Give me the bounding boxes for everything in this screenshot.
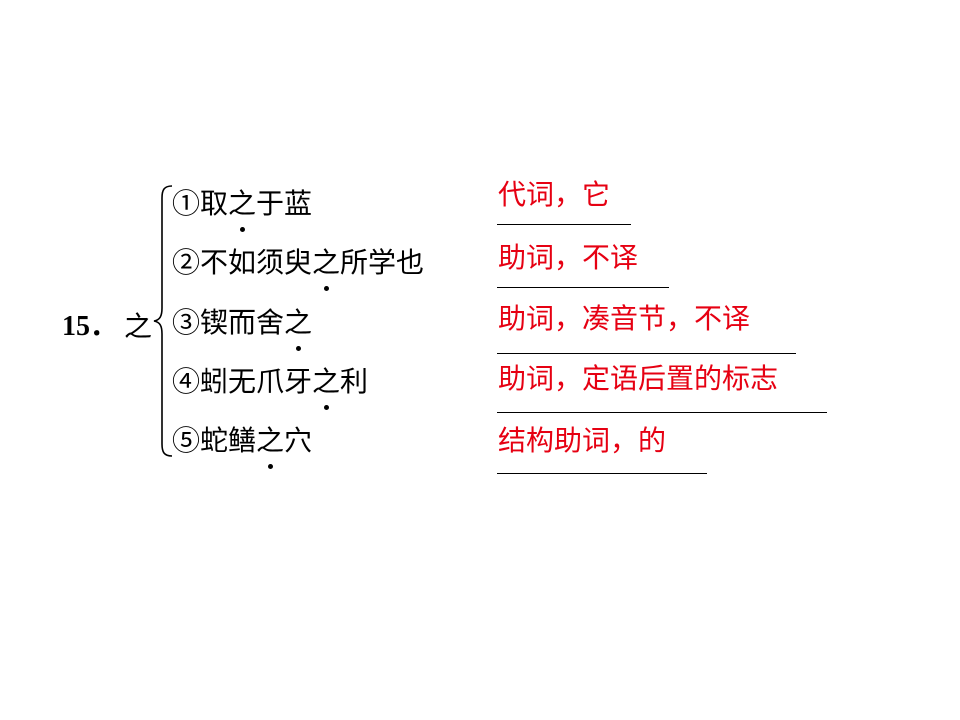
answer-1-blank-line xyxy=(497,224,631,225)
question-number: 15． xyxy=(62,311,119,342)
usage-item-1-dotted-char: 之 xyxy=(228,187,257,232)
usage-item-4-dotted-char: 之 xyxy=(312,365,341,410)
left-brace-icon xyxy=(153,185,173,457)
answer-3: 助词，凑音节，不译 xyxy=(498,302,751,335)
answer-2-blank-line xyxy=(497,287,669,288)
usage-item-4-rest: 利 xyxy=(340,365,369,398)
usage-item-2-rest: 所学也 xyxy=(340,246,425,279)
usage-item-2-dotted-char: 之 xyxy=(312,246,341,291)
usage-item-5-rest: 穴 xyxy=(284,424,313,457)
usage-item-5-dotted-char: 之 xyxy=(256,424,285,469)
usage-item-2: ②不如须臾之所学也 xyxy=(172,245,425,291)
answer-1: 代词，它 xyxy=(498,178,611,211)
answer-4: 助词，定语后置的标志 xyxy=(498,362,779,395)
usage-item-1: ①取之于蓝 xyxy=(172,186,313,232)
answer-5-blank-line xyxy=(497,473,707,474)
usage-item-5: ⑤蛇鳝之穴 xyxy=(172,423,313,469)
usage-item-4: ④蚓无爪牙之利 xyxy=(172,364,369,410)
usage-item-3-label: ③锲而舍 xyxy=(172,306,285,339)
answer-3-blank-line xyxy=(497,353,796,354)
usage-item-1-label: ①取 xyxy=(172,187,229,220)
answer-5: 结构助词，的 xyxy=(498,424,667,457)
usage-item-1-rest: 于蓝 xyxy=(256,187,313,220)
usage-item-2-label: ②不如须臾 xyxy=(172,246,313,279)
usage-item-3: ③锲而舍之 xyxy=(172,305,313,351)
usage-item-3-dotted-char: 之 xyxy=(284,306,313,351)
question-character: 之 xyxy=(124,310,153,343)
usage-item-5-label: ⑤蛇鳝 xyxy=(172,424,257,457)
answer-4-blank-line xyxy=(497,412,827,413)
answer-2: 助词，不译 xyxy=(498,241,639,274)
usage-item-4-label: ④蚓无爪牙 xyxy=(172,365,313,398)
